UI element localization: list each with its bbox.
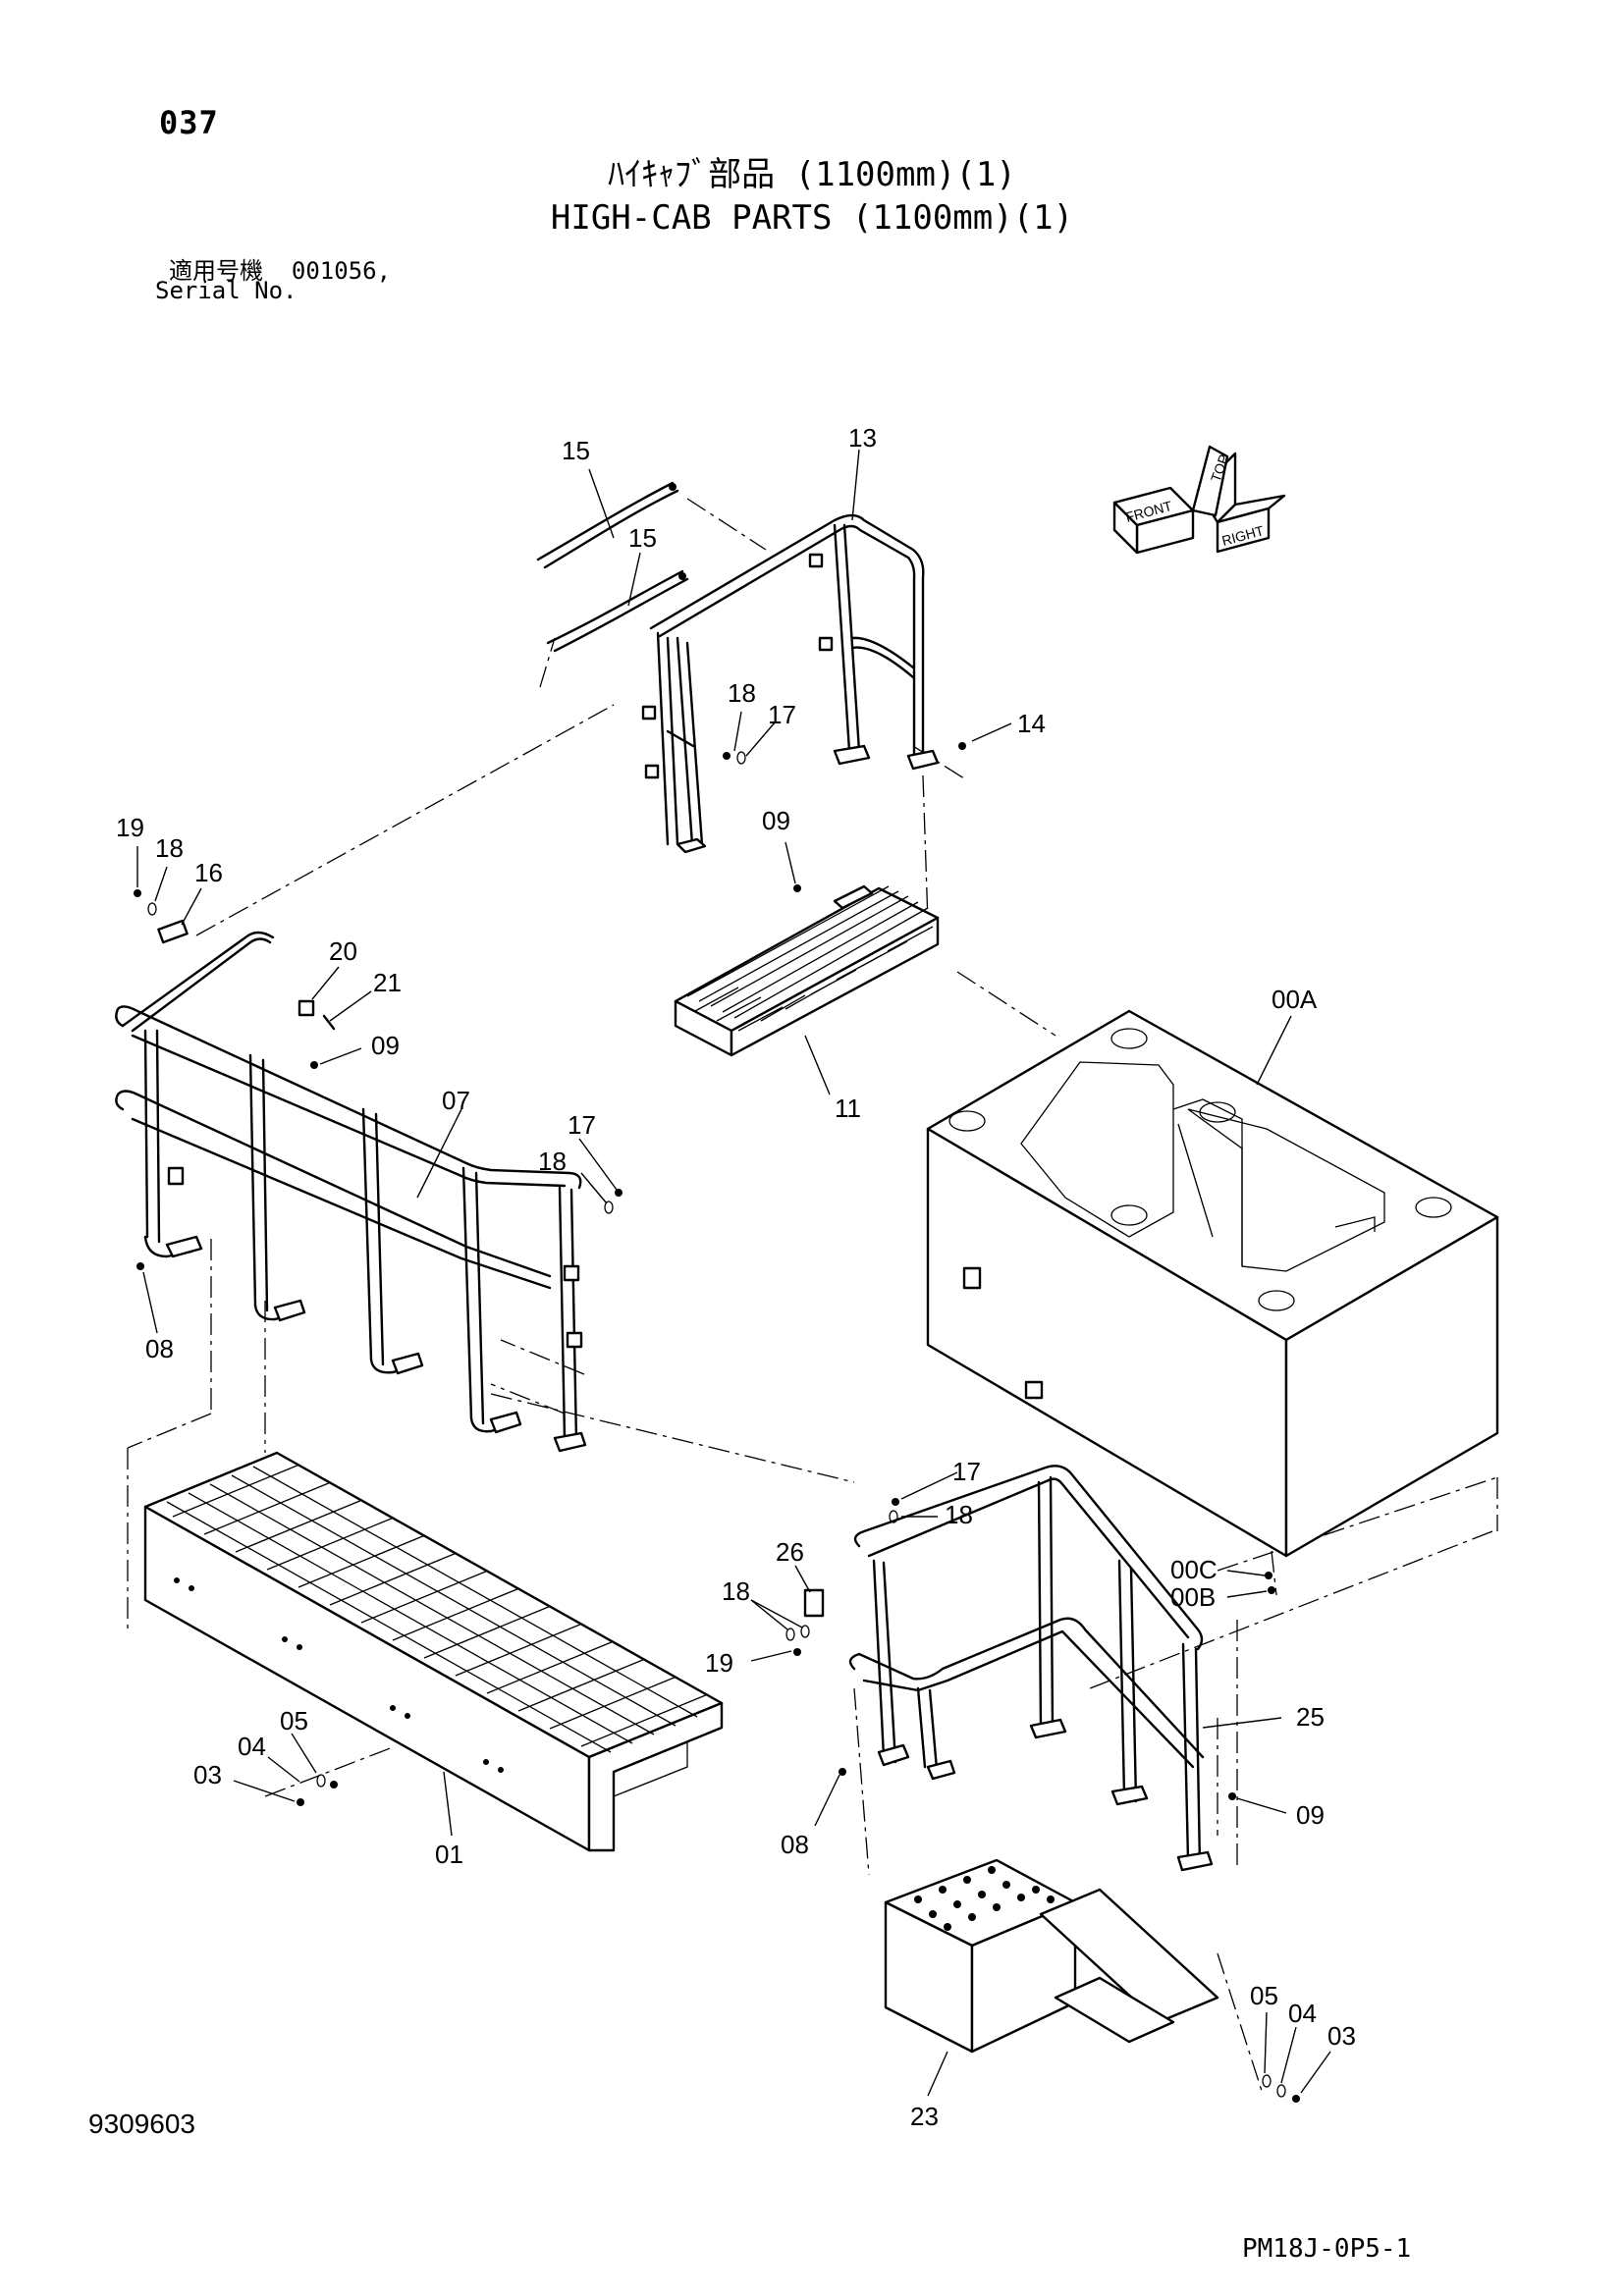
callout-07: 07 — [442, 1086, 470, 1115]
callout-13: 13 — [848, 423, 877, 453]
callout-09: 09 — [1296, 1800, 1325, 1830]
callout-26: 26 — [776, 1537, 804, 1567]
callout-14: 14 — [1017, 709, 1046, 738]
title-english: HIGH-CAB PARTS (1100mm)(1) — [550, 198, 1074, 238]
callout-18: 18 — [945, 1500, 973, 1529]
callout-17: 17 — [952, 1457, 981, 1486]
serial-label-en: Serial No. — [155, 277, 298, 304]
callout-18: 18 — [538, 1147, 567, 1176]
callout-05: 05 — [280, 1706, 308, 1735]
callout-18: 18 — [155, 833, 184, 863]
callout-00a: 00A — [1272, 985, 1318, 1014]
callout-19: 19 — [705, 1648, 733, 1678]
callout-04: 04 — [238, 1732, 266, 1761]
small-hardware — [134, 742, 1300, 2103]
part-23-step-box — [884, 1858, 1219, 2054]
callout-09: 09 — [762, 806, 790, 835]
drawing-code: PM18J-0P5-1 — [1242, 2234, 1412, 2264]
callout-17: 17 — [568, 1110, 596, 1140]
callout-25: 25 — [1296, 1702, 1325, 1732]
callout-23: 23 — [910, 2102, 939, 2131]
callout-11: 11 — [835, 1094, 861, 1123]
part-07-left-handrail — [115, 931, 587, 1453]
callout-04: 04 — [1288, 1999, 1317, 2028]
callout-21: 21 — [373, 968, 402, 997]
callout-03: 03 — [1327, 2021, 1356, 2051]
part-01-lower-grating-platform — [143, 1451, 724, 1852]
callout-05: 05 — [1250, 1981, 1278, 2010]
part-13-upper-handrail — [641, 513, 940, 854]
callout-00c: 00C — [1170, 1555, 1218, 1584]
callout-16: 16 — [194, 858, 223, 887]
part-15-straps — [536, 481, 689, 653]
serial-label-jp: 適用号機 — [169, 257, 263, 285]
part-11-upper-grating — [674, 884, 940, 1057]
callout-03: 03 — [193, 1760, 222, 1789]
title-japanese: ﾊｲｷｬﾌﾞ部品 (1100mm)(1) — [608, 155, 1016, 194]
callout-20: 20 — [329, 936, 357, 966]
callout-15: 15 — [628, 523, 657, 553]
document-number: 9309603 — [88, 2109, 196, 2139]
callout-labels: 15 13 15 18 17 14 19 18 16 09 20 21 09 0… — [116, 423, 1356, 2131]
callout-19: 19 — [116, 813, 144, 842]
callout-09: 09 — [371, 1031, 400, 1060]
part-25-right-handrail — [803, 1465, 1214, 1872]
callout-08: 08 — [145, 1334, 174, 1363]
orientation-symbol: FRONT TOP RIGHT — [1112, 445, 1286, 555]
page-number: 037 — [159, 104, 219, 141]
serial-applicability: 適用号機 001056, — [169, 251, 391, 286]
part-00a-box — [926, 1009, 1499, 1558]
callout-15: 15 — [562, 436, 590, 465]
leader-lines — [136, 449, 1331, 2097]
callout-18: 18 — [722, 1576, 750, 1606]
callout-08: 08 — [781, 1830, 809, 1859]
callout-01: 01 — [435, 1840, 463, 1869]
serial-value: 001056, — [291, 257, 392, 285]
callout-00b: 00B — [1170, 1582, 1216, 1612]
assembly-lines — [127, 498, 1498, 2092]
callout-18: 18 — [728, 678, 756, 708]
callout-17: 17 — [768, 700, 796, 729]
